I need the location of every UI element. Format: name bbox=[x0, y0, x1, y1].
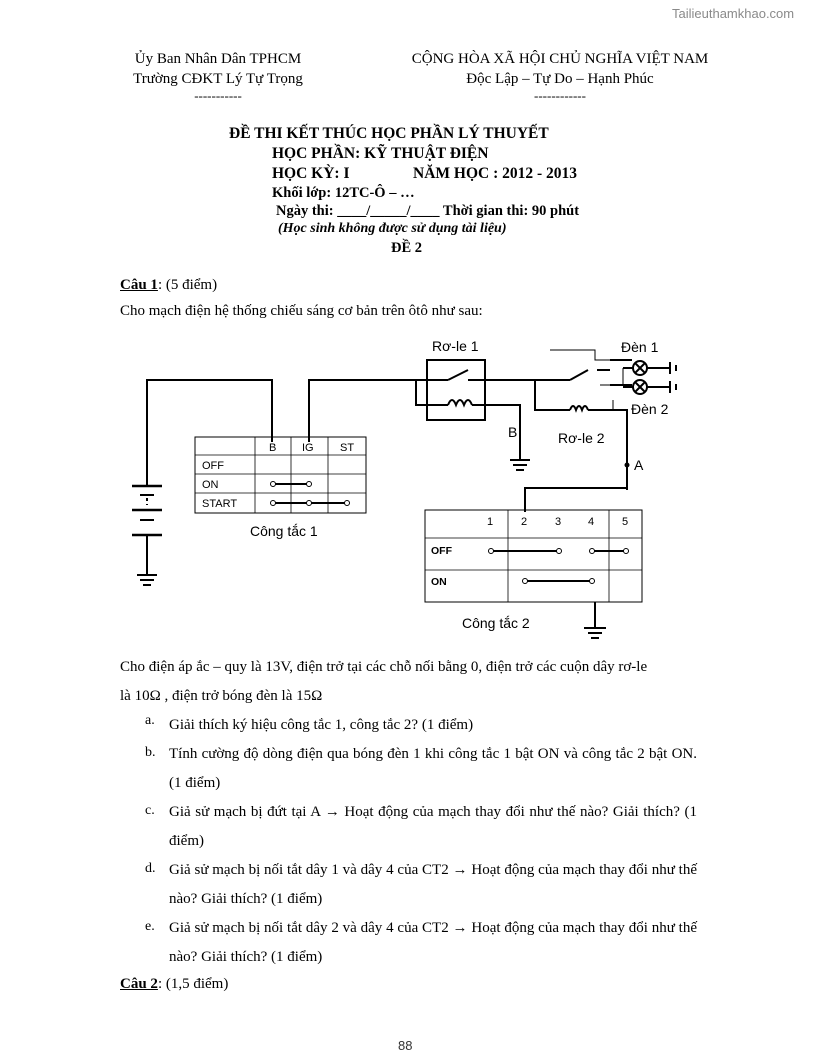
switch1-col-st: ST bbox=[340, 442, 354, 454]
switch1-row-off: OFF bbox=[202, 460, 224, 472]
item-b-text: Tính cường độ dòng điện qua bóng đèn 1 k… bbox=[169, 746, 697, 791]
item-c-letter: c. bbox=[145, 803, 155, 818]
q1-points: : (5 điểm) bbox=[157, 277, 218, 293]
item-a-letter: a. bbox=[145, 713, 155, 728]
item-d-text: Giả sử mạch bị nối tắt dây 1 và dây 4 củ… bbox=[169, 862, 697, 907]
switch1-row-start: START bbox=[202, 498, 237, 510]
item-e-letter: e. bbox=[145, 919, 155, 934]
exam-semester: HỌC KỲ: I bbox=[272, 165, 350, 182]
q1-heading: Câu 1: (5 điểm) bbox=[120, 277, 217, 294]
switch2-col-5: 5 bbox=[622, 516, 628, 528]
lamp1-label: Đèn 1 bbox=[621, 339, 659, 355]
lamp2-label: Đèn 2 bbox=[631, 401, 669, 417]
point-b-label: B bbox=[508, 424, 517, 440]
relay1-coil bbox=[447, 399, 473, 408]
exam-year: NĂM HỌC : 2012 - 2013 bbox=[413, 165, 578, 182]
wire-relay2-coil bbox=[534, 380, 570, 411]
switch1-col-b: B bbox=[269, 442, 276, 454]
relay1-contact-arm bbox=[447, 369, 469, 381]
item-c-text: Giả sử mạch bị đứt tại A → Hoạt động của… bbox=[169, 804, 697, 849]
wire-coil-b bbox=[472, 404, 521, 460]
switch1-caption: Công tắc 1 bbox=[250, 523, 318, 539]
header-right-dashes: ------------ bbox=[534, 88, 586, 103]
switch1-col-ig: IG bbox=[302, 442, 314, 454]
switch1-table: B IG ST OFF ON START bbox=[194, 436, 367, 514]
exam-version: ĐỀ 2 bbox=[391, 240, 423, 256]
header-right: CỘNG HÒA XÃ HỘI CHỦ NGHĨA VIỆT NAM Độc L… bbox=[390, 49, 730, 103]
item-a-text: Giải thích ký hiệu công tắc 1, công tắc … bbox=[169, 717, 474, 733]
header-left-line1: Ủy Ban Nhân Dân TPHCM bbox=[134, 51, 302, 67]
item-b-letter: b. bbox=[145, 745, 156, 760]
q1-label: Câu 1 bbox=[120, 277, 158, 293]
relay1-box bbox=[426, 359, 486, 421]
watermark: Tailieuthamkhao.com bbox=[672, 6, 795, 21]
relay2-label: Rơ-le 2 bbox=[558, 430, 605, 446]
relay1-label: Rơ-le 1 bbox=[432, 338, 479, 354]
header-left-dashes: ----------- bbox=[194, 88, 242, 103]
exam-note: (Học sinh không được sử dụng tài liệu) bbox=[278, 221, 507, 236]
switch2-col-4: 4 bbox=[588, 516, 594, 528]
header-left: Ủy Ban Nhân Dân TPHCM Trường CĐKT Lý Tự … bbox=[108, 49, 328, 103]
switch2-row-on: ON bbox=[431, 576, 447, 588]
switch2-col-3: 3 bbox=[555, 516, 561, 528]
page-number: 88 bbox=[398, 1038, 413, 1053]
switch2-col-2: 2 bbox=[521, 516, 527, 528]
item-e-text: Giả sử mạch bị nối tắt dây 2 và dây 4 củ… bbox=[169, 920, 697, 965]
q2-label: Câu 2 bbox=[120, 976, 158, 992]
switch1-row-on: ON bbox=[202, 479, 219, 491]
exam-course: HỌC PHẦN: KỸ THUẬT ĐIỆN bbox=[272, 145, 489, 162]
circuit-diagram: Rơ-le 1 Rơ-le 2 Đèn 1 Đèn 2 B A B IG ST … bbox=[132, 338, 677, 639]
exam-title: ĐỀ THI KẾT THÚC HỌC PHẦN LÝ THUYẾT bbox=[229, 125, 549, 142]
switch2-row-off: OFF bbox=[431, 545, 453, 557]
header-right-line1: CỘNG HÒA XÃ HỘI CHỦ NGHĨA VIỆT NAM bbox=[411, 51, 709, 67]
q2-heading: Câu 2: (1,5 điểm) bbox=[120, 976, 228, 993]
switch2-table: 1 2 3 4 5 OFF ON bbox=[424, 509, 643, 603]
q2-points: : (1,5 điểm) bbox=[157, 976, 229, 992]
exam-class: Khối lớp: 12TC-Ô – … bbox=[272, 185, 415, 201]
item-d-letter: d. bbox=[145, 861, 156, 876]
exam-date: Ngày thi: ____/_____/____ Thời gian thi:… bbox=[276, 203, 580, 219]
wire-a-switch2 bbox=[524, 465, 628, 512]
q1-given-line1: Cho điện áp ắc – quy là 13V, điện trở tạ… bbox=[120, 659, 648, 675]
relay2-coil bbox=[569, 405, 589, 413]
wire-relay2-a bbox=[588, 409, 628, 490]
relay1-coil-in bbox=[415, 380, 448, 406]
q1-given-line2: là 10Ω , điện trở bóng đèn là 15Ω bbox=[120, 688, 323, 704]
switch2-col-1: 1 bbox=[487, 516, 493, 528]
q1-intro: Cho mạch điện hệ thống chiếu sáng cơ bản… bbox=[120, 303, 483, 319]
wire-ig-relay bbox=[308, 379, 430, 442]
switch2-caption: Công tắc 2 bbox=[462, 615, 530, 631]
wire-battery-b bbox=[146, 379, 273, 475]
header-right-line2: Độc Lập – Tự Do – Hạnh Phúc bbox=[466, 71, 654, 87]
header-left-line2: Trường CĐKT Lý Tự Trọng bbox=[133, 71, 303, 87]
point-a-label: A bbox=[634, 457, 644, 473]
